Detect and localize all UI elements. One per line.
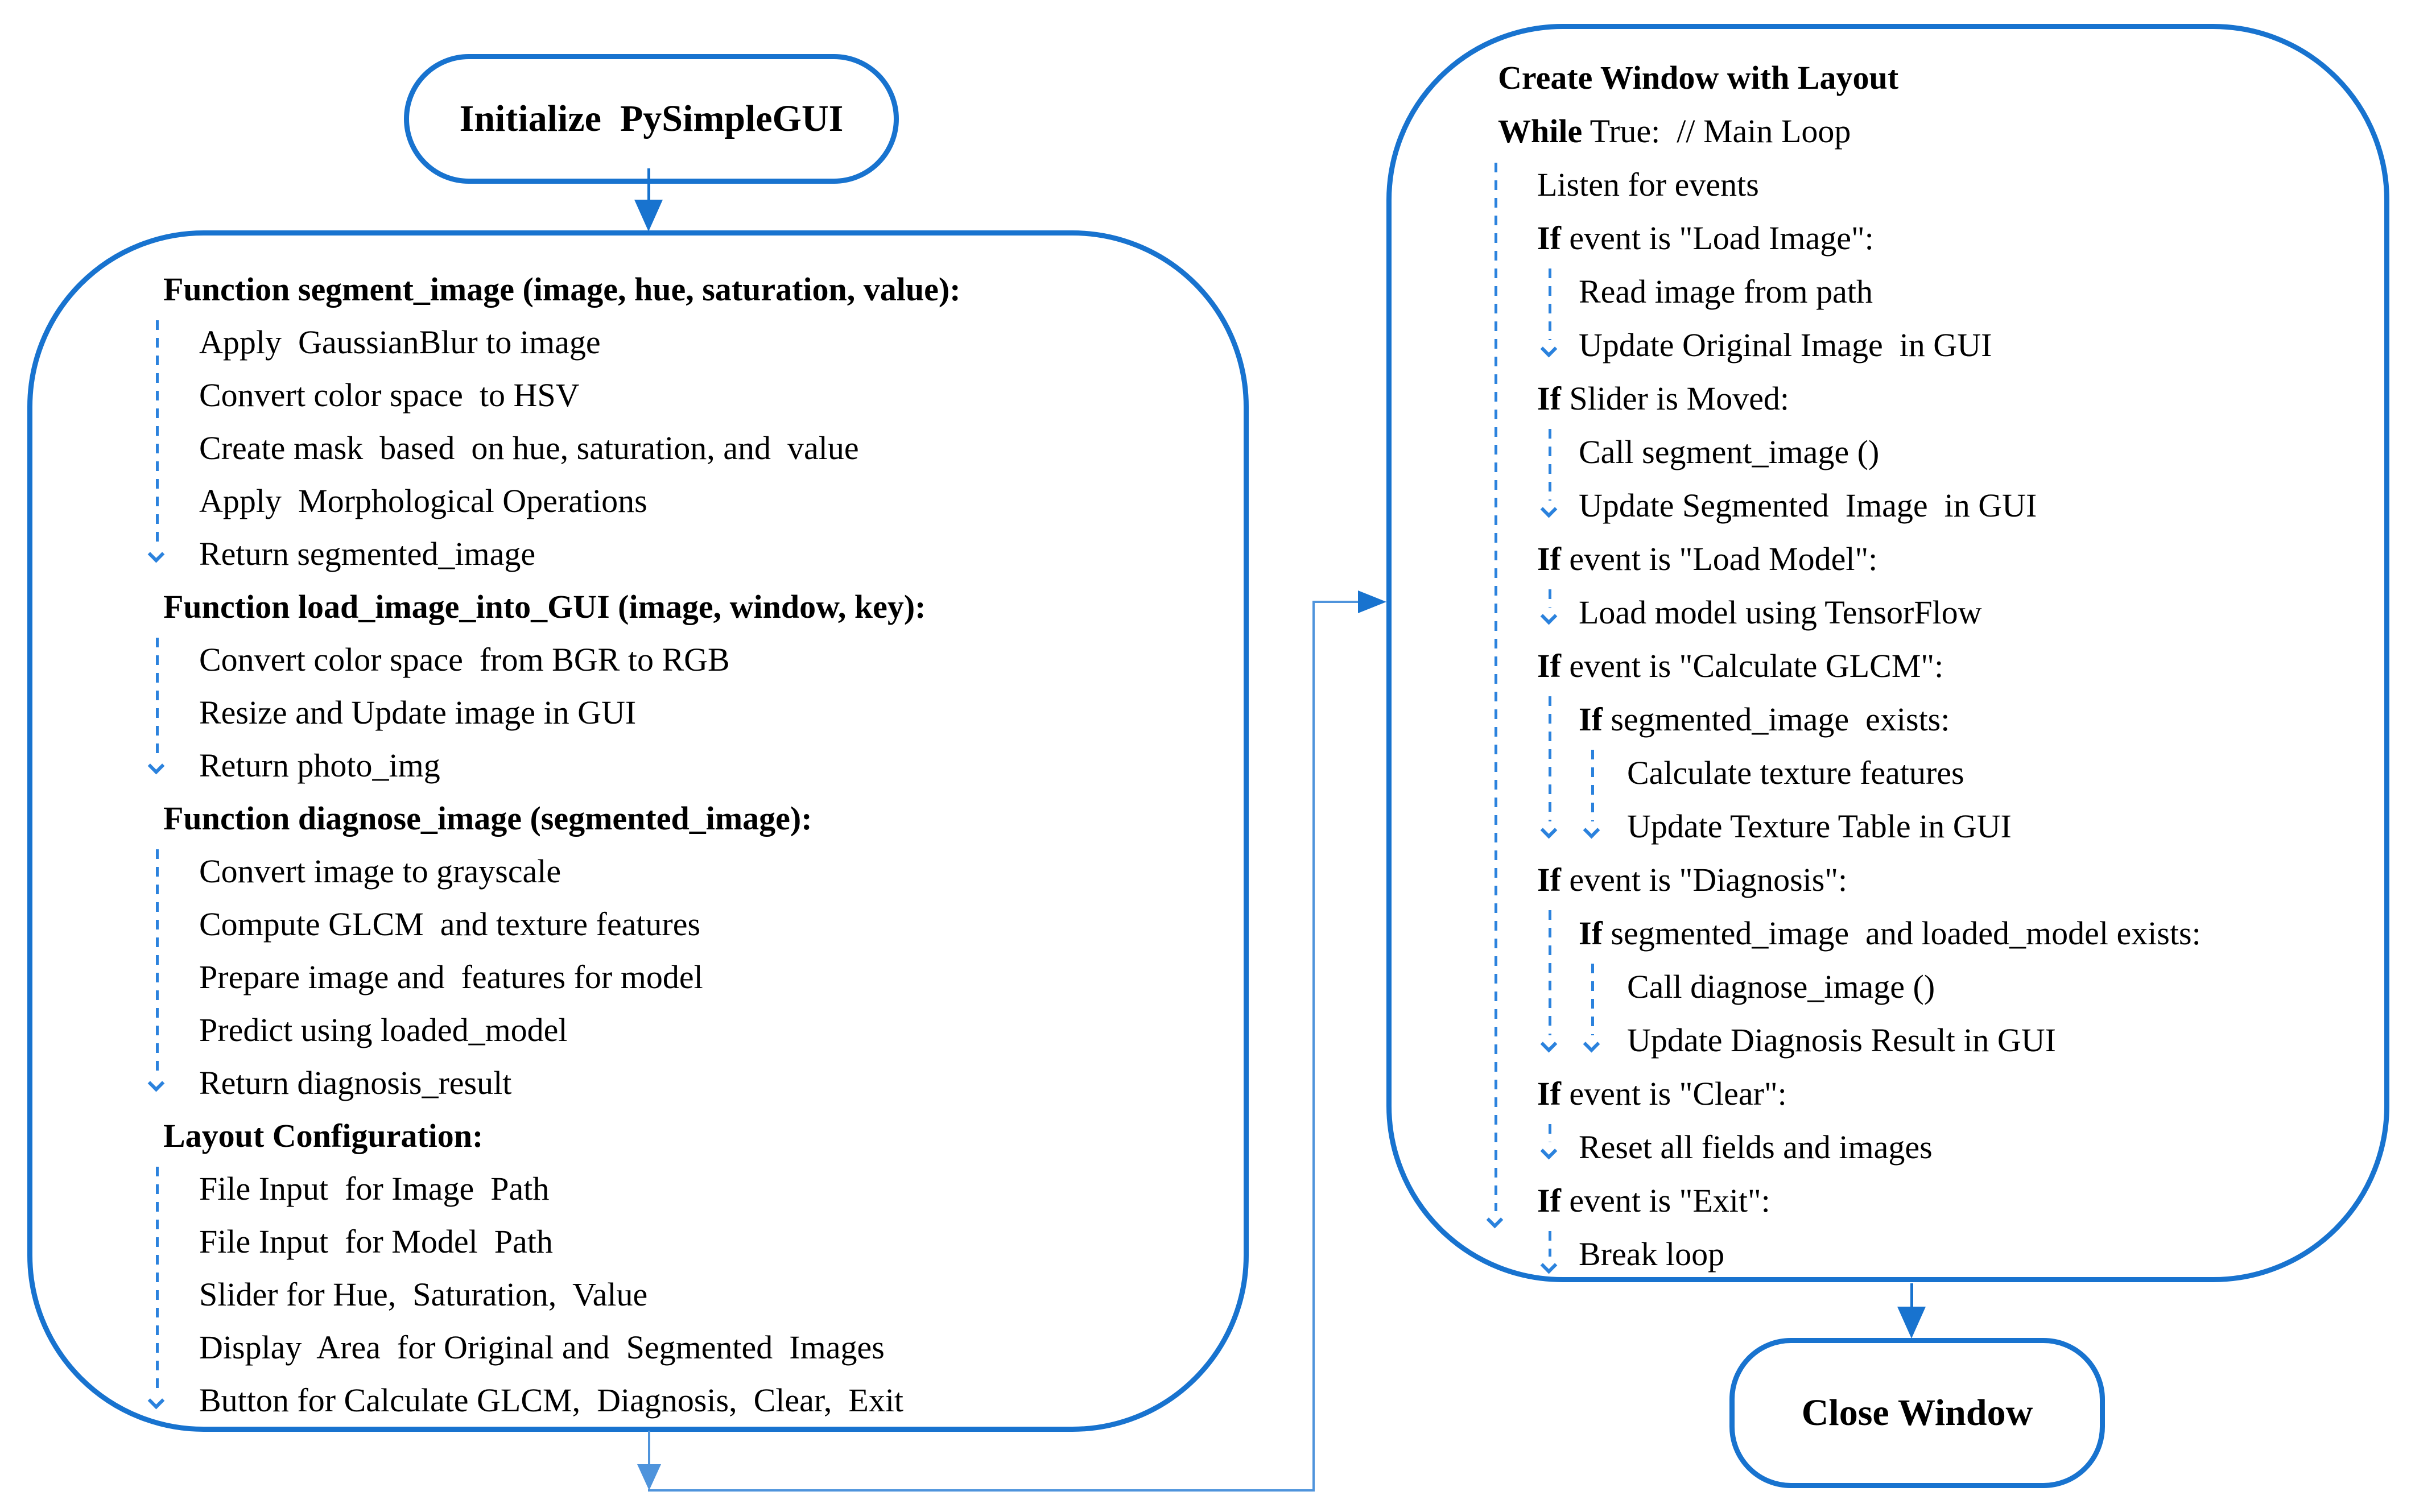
pseudocode-line: Convert color space from BGR to RGB xyxy=(199,641,730,678)
connector-bottom-line xyxy=(648,1489,1315,1492)
pseudocode-line: Call segment_image () xyxy=(1579,433,1880,470)
pseudocode-line: Function load_image_into_GUI (image, win… xyxy=(163,588,926,625)
flow-arrow-layout-configuration xyxy=(156,1167,159,1392)
arrow-start-to-functions-line xyxy=(647,168,650,204)
pseudocode-line: Calculate texture features xyxy=(1627,754,1964,791)
flow-arrow-segment-image xyxy=(156,320,159,546)
pseudocode-line: If event is "Calculate GLCM": xyxy=(1537,647,1944,684)
pseudocode-line: Call diagnose_image () xyxy=(1627,968,1935,1005)
pseudocode-line: File Input for Image Path xyxy=(199,1170,550,1207)
pseudocode-line: If event is "Load Model": xyxy=(1537,540,1878,577)
pseudocode-line: Resize and Update image in GUI xyxy=(199,694,637,731)
pseudocode-line: If segmented_image exists: xyxy=(1579,701,1950,738)
start-node-label: Initialize PySimpleGUI xyxy=(459,98,844,139)
pseudocode-line: If segmented_image and loaded_model exis… xyxy=(1579,915,2201,952)
flow-arrow-load-image-into-gui xyxy=(156,638,159,757)
functions-pseudocode-box: Function segment_image (image, hue, satu… xyxy=(27,230,1249,1432)
pseudocode-line: Apply GaussianBlur to image xyxy=(199,324,601,361)
connector-into-loop-line xyxy=(1314,601,1360,603)
pseudocode-line: Return diagnosis_result xyxy=(199,1064,512,1101)
pseudocode-line: Prepare image and features for model xyxy=(199,959,703,995)
flow-arrow-slider-moved-event xyxy=(1549,429,1551,501)
pseudocode-line: Return segmented_image xyxy=(199,535,536,572)
pseudocode-line: Update Texture Table in GUI xyxy=(1627,808,2012,845)
pseudocode-line: Predict using loaded_model xyxy=(199,1011,568,1048)
end-node-label: Close Window xyxy=(1801,1392,2033,1433)
flow-arrow-load-model-event xyxy=(1549,589,1551,608)
pseudocode-line: If event is "Diagnosis": xyxy=(1537,861,1848,898)
pseudocode-line: Convert image to grayscale xyxy=(199,853,562,890)
pseudocode-line: File Input for Model Path xyxy=(199,1223,553,1260)
flow-arrow-exit-event xyxy=(1549,1231,1551,1257)
pseudocode-line: Layout Configuration: xyxy=(163,1117,484,1154)
pseudocode-line: Convert color space to HSV xyxy=(199,377,580,414)
flow-arrow-segmented-exists xyxy=(1591,750,1594,821)
pseudocode-line: Create mask based on hue, saturation, an… xyxy=(199,429,859,466)
flow-arrow-load-image-event xyxy=(1549,268,1551,340)
pseudocode-line: Update Segmented Image in GUI xyxy=(1579,487,2037,524)
connector-up-line xyxy=(1312,601,1315,1492)
connector-functions-stub-line xyxy=(648,1431,650,1467)
connector-functions-stub-head xyxy=(637,1464,661,1490)
pseudocode-line: Update Original Image in GUI xyxy=(1579,327,1992,363)
pseudocode-line: If event is "Load Image": xyxy=(1537,220,1874,257)
pseudocode-line: Update Diagnosis Result in GUI xyxy=(1627,1022,2056,1059)
pseudocode-line: Load model using TensorFlow xyxy=(1579,594,1982,631)
flow-arrow-calculate-glcm-event xyxy=(1549,696,1551,821)
flow-arrow-while-loop xyxy=(1495,163,1497,1211)
flow-arrow-clear-event xyxy=(1549,1124,1551,1142)
pseudocode-line: Apply Morphological Operations xyxy=(199,482,647,519)
pseudocode-line: Return photo_img xyxy=(199,747,440,784)
pseudocode-line: If Slider is Moved: xyxy=(1537,380,1790,417)
arrow-start-to-functions-head xyxy=(634,200,663,232)
pseudocode-line: Button for Calculate GLCM, Diagnosis, Cl… xyxy=(199,1382,904,1419)
flow-arrow-model-exists xyxy=(1591,964,1594,1035)
arrow-loop-to-close-line xyxy=(1910,1283,1913,1311)
start-node: Initialize PySimpleGUI xyxy=(404,54,899,184)
end-node: Close Window xyxy=(1729,1338,2105,1488)
pseudocode-line: Break loop xyxy=(1579,1236,1725,1273)
pseudocode-line: If event is "Exit": xyxy=(1537,1182,1770,1219)
pseudocode-line: Compute GLCM and texture features xyxy=(199,906,701,943)
pseudocode-line: If event is "Clear": xyxy=(1537,1075,1787,1112)
pseudocode-line: Reset all fields and images xyxy=(1579,1129,1933,1166)
pseudocode-line: Create Window with Layout xyxy=(1498,59,1899,96)
arrow-loop-to-close-head xyxy=(1897,1307,1926,1339)
pseudocode-line: While True: // Main Loop xyxy=(1498,113,1851,150)
flow-arrow-diagnose-image xyxy=(156,849,159,1075)
pseudocode-line: Function segment_image (image, hue, satu… xyxy=(163,271,961,308)
flow-arrow-diagnosis-event xyxy=(1549,910,1551,1035)
pseudocode-line: Read image from path xyxy=(1579,273,1873,310)
pseudocode-line: Function diagnose_image (segmented_image… xyxy=(163,800,812,837)
connector-into-loop-head xyxy=(1358,590,1386,613)
pseudocode-line: Slider for Hue, Saturation, Value xyxy=(199,1276,648,1313)
pseudocode-line: Listen for events xyxy=(1537,166,1759,203)
pseudocode-line: Display Area for Original and Segmented … xyxy=(199,1329,885,1366)
